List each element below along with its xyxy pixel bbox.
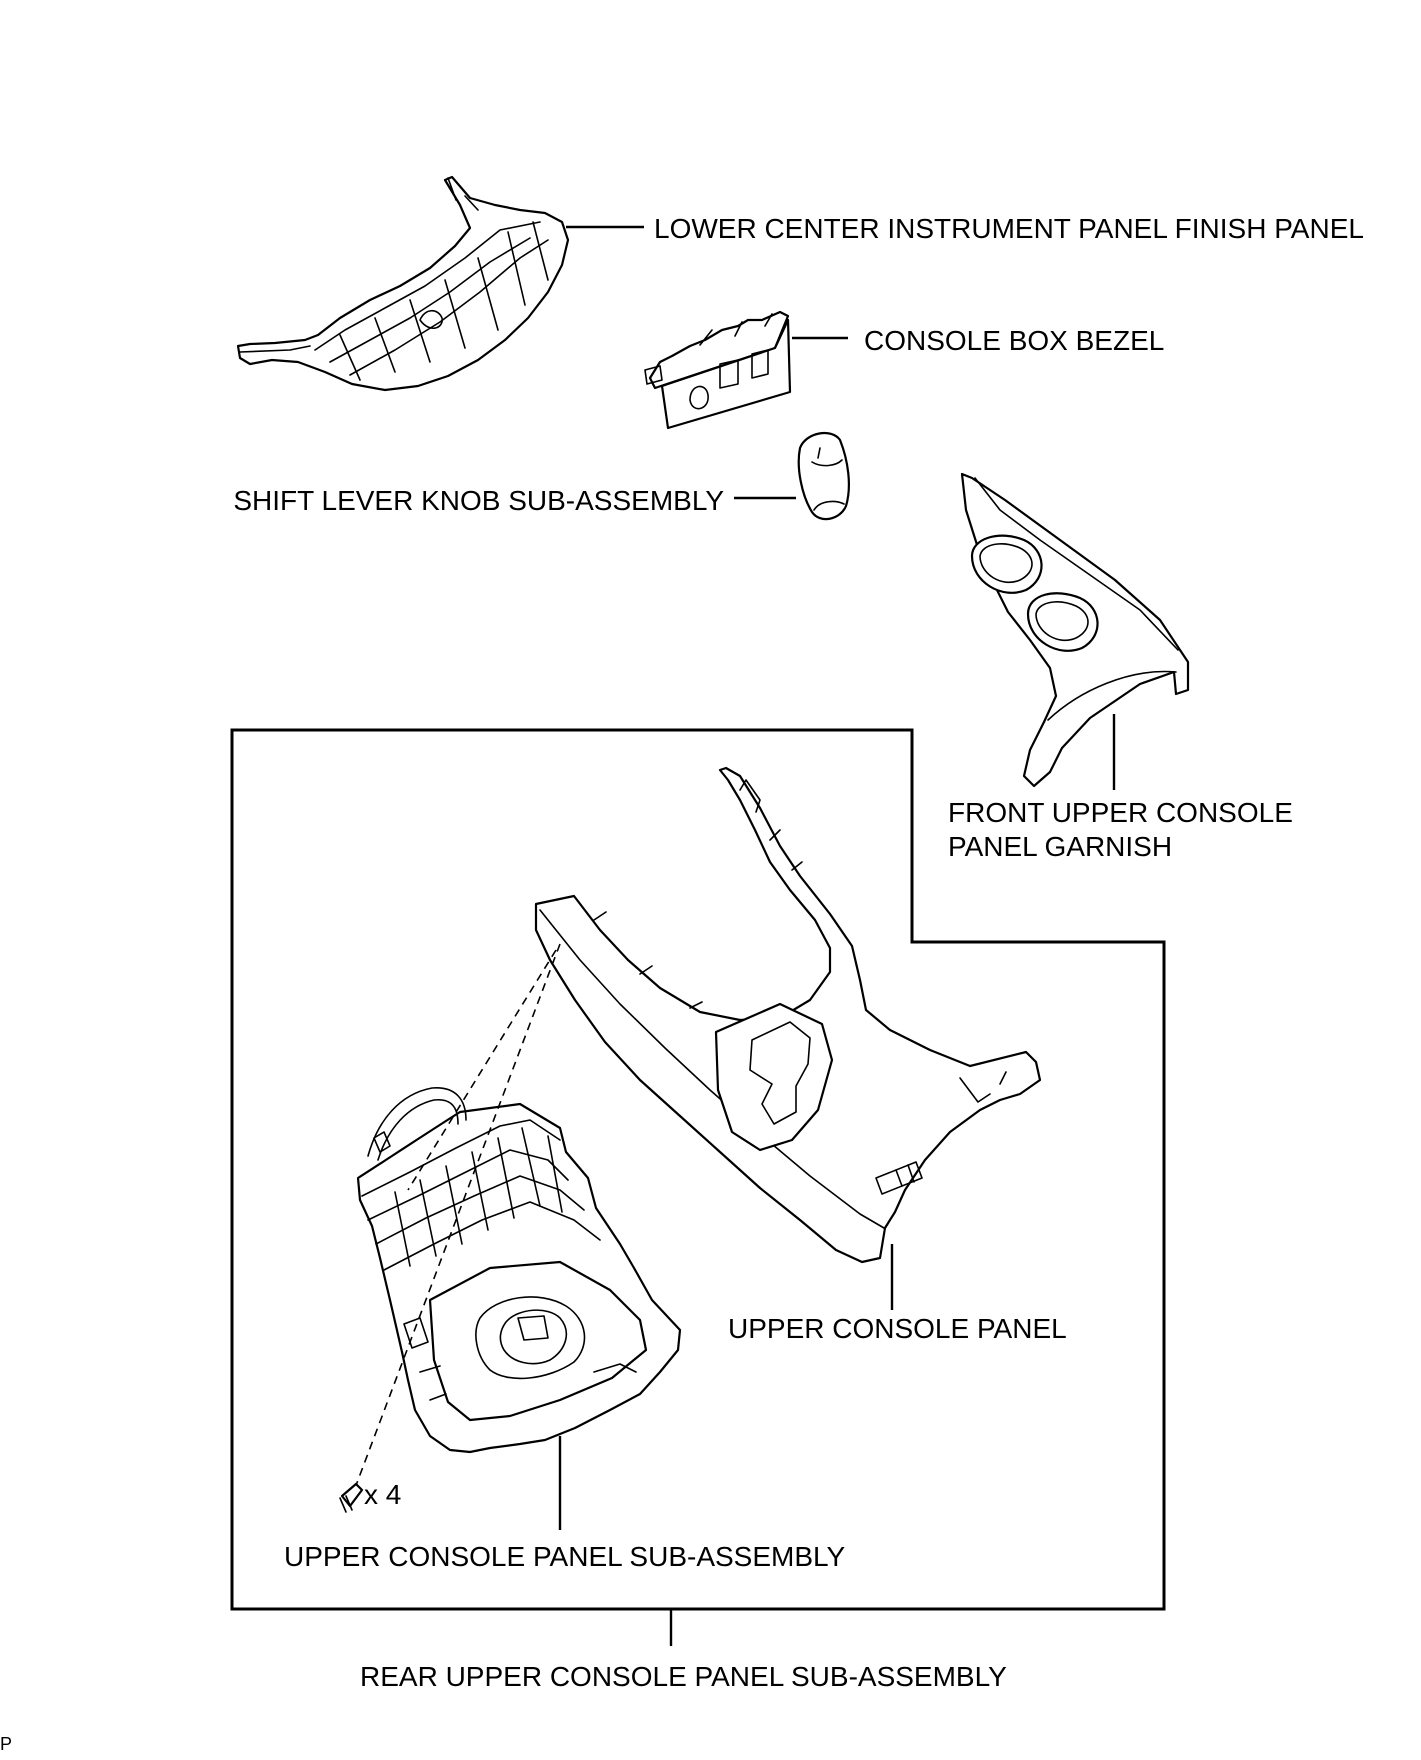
screw-icon bbox=[339, 1482, 364, 1513]
upper-console-panel-drawing bbox=[534, 766, 1042, 1264]
screw-guide-line bbox=[351, 943, 561, 1497]
label-lower-center-finish-panel: LOWER CENTER INSTRUMENT PANEL FINISH PAN… bbox=[654, 213, 1364, 244]
label-console-box-bezel: CONSOLE BOX BEZEL bbox=[864, 325, 1164, 356]
screw-guide-line bbox=[407, 949, 557, 1191]
label-front-upper-garnish-line2: PANEL GARNISH bbox=[948, 831, 1172, 862]
front-upper-garnish-drawing bbox=[960, 472, 1190, 788]
label-shift-lever-knob: SHIFT LEVER KNOB SUB-ASSEMBLY bbox=[233, 485, 724, 516]
label-corner-code: P bbox=[0, 1734, 12, 1754]
label-front-upper-garnish-line1: FRONT UPPER CONSOLE bbox=[948, 797, 1293, 828]
lower-center-finish-panel-drawing bbox=[236, 175, 570, 392]
label-upper-console-sub-assembly: UPPER CONSOLE PANEL SUB-ASSEMBLY bbox=[284, 1541, 846, 1572]
label-rear-upper-sub-assembly: REAR UPPER CONSOLE PANEL SUB-ASSEMBLY bbox=[360, 1661, 1007, 1692]
label-screw-quantity: x 4 bbox=[364, 1479, 401, 1510]
label-upper-console-panel: UPPER CONSOLE PANEL bbox=[728, 1313, 1067, 1344]
rear-upper-sub-assembly-box bbox=[230, 728, 1166, 1611]
shift-lever-knob-drawing bbox=[797, 431, 850, 521]
console-box-bezel-drawing bbox=[644, 310, 792, 430]
upper-console-sub-assembly-drawing bbox=[356, 1087, 682, 1454]
